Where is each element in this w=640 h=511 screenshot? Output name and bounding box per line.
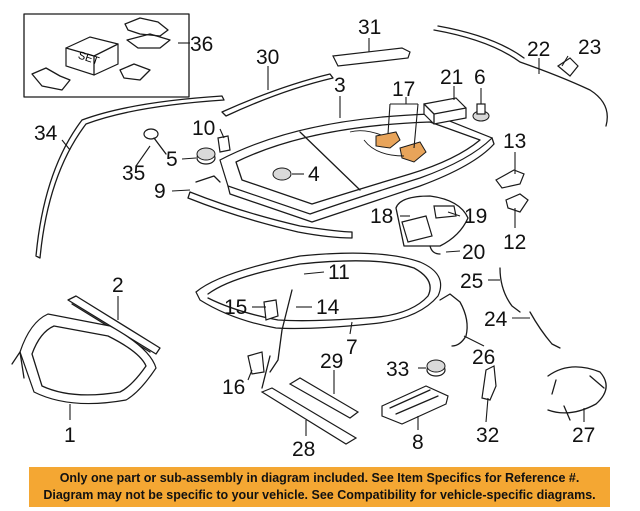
part-10-clip: [217, 135, 231, 153]
part-4-grommet: [272, 167, 292, 181]
callout-30: 30: [256, 46, 279, 69]
callout-15: 15: [224, 296, 247, 319]
callout-2: 2: [112, 274, 124, 297]
part-7-headliner: [195, 252, 442, 330]
callout-26: 26: [472, 346, 495, 369]
callout-6: 6: [474, 66, 486, 89]
part-34-weatherstrip: [35, 95, 225, 259]
part-22-cable: [433, 25, 608, 127]
callout-21: 21: [440, 66, 463, 89]
callout-31: 31: [358, 16, 381, 39]
callout-25: 25: [460, 270, 483, 293]
callout-28: 28: [292, 438, 315, 461]
part-5-grommet: [196, 147, 216, 165]
part-9-rail: [187, 175, 353, 239]
disclaimer-line-1: Only one part or sub-assembly in diagram…: [59, 471, 580, 485]
part-36-kit-box: SET: [23, 13, 190, 98]
callout-7: 7: [346, 336, 358, 359]
callout-10: 10: [192, 117, 215, 140]
callout-4: 4: [308, 163, 320, 186]
callout-24: 24: [484, 308, 508, 331]
part-16-clip: [247, 351, 265, 375]
part-14-strip: [269, 289, 293, 373]
part-30-molding: [221, 73, 334, 117]
leader-lines: [61, 38, 585, 436]
callout-8: 8: [412, 431, 424, 454]
callout-16: 16: [222, 376, 245, 399]
disclaimer-banner: Only one part or sub-assembly in diagram…: [29, 467, 610, 507]
disclaimer-line-2: Diagram may not be specific to your vehi…: [43, 488, 596, 502]
callout-36: 36: [190, 33, 213, 56]
callout-11: 11: [328, 261, 350, 284]
part-17-highlighted: [349, 130, 427, 163]
callout-13: 13: [503, 130, 526, 153]
callout-labels: 1 2 3 4 5 6 7 8 9 10 11 12 13 14 15 16 1…: [34, 16, 601, 461]
part-28-rail: [260, 387, 358, 445]
callout-9: 9: [154, 180, 166, 203]
callout-3: 3: [334, 74, 346, 97]
part-13-bracket: [495, 169, 525, 189]
part-16-rod: [261, 355, 271, 389]
part-35-screw: [143, 128, 167, 155]
callout-27: 27: [572, 424, 595, 447]
part-29-rail: [288, 377, 360, 419]
callout-32: 32: [476, 424, 499, 447]
part-12-bracket: [505, 193, 529, 213]
part-26-harness: [439, 293, 468, 347]
callout-33: 33: [386, 358, 409, 381]
part-27-harness: [547, 366, 607, 421]
part-18-bracket-group: [395, 195, 469, 255]
part-6-clip: [472, 103, 490, 122]
callout-29: 29: [320, 350, 343, 373]
part-3-roof-panel: [219, 113, 495, 223]
callout-35: 35: [122, 162, 145, 185]
callout-19: 19: [464, 205, 487, 228]
callout-14: 14: [316, 296, 340, 319]
part-15-clip: [263, 299, 279, 321]
callout-23: 23: [578, 36, 601, 59]
callout-34: 34: [34, 122, 58, 145]
part-32-trim: [481, 365, 497, 401]
part-31-strip: [332, 47, 411, 67]
part-8-bracket: [381, 385, 449, 425]
callout-17: 17: [392, 78, 415, 101]
part-25-cable: [499, 267, 521, 313]
callout-22: 22: [527, 38, 550, 61]
part-1-windshield: [11, 313, 157, 405]
part-24-cable: [529, 311, 561, 349]
callout-12: 12: [503, 231, 526, 254]
part-33-grommet: [426, 359, 446, 377]
callout-18: 18: [370, 205, 393, 228]
part-21-module: [423, 97, 467, 125]
callout-5: 5: [166, 148, 178, 171]
callout-1: 1: [64, 424, 76, 447]
callout-20: 20: [462, 241, 485, 264]
part-23-small: [556, 57, 579, 77]
